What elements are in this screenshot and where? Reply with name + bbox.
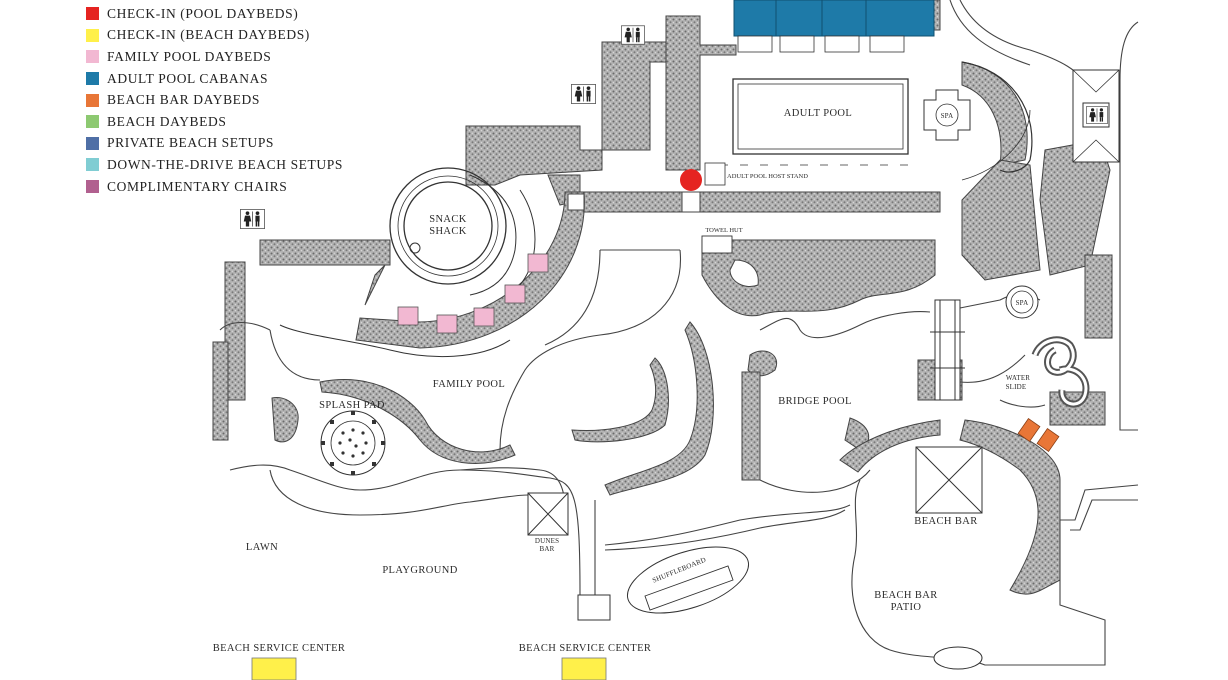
legend-swatch <box>86 180 99 194</box>
legend-item-family-pool-daybeds: FAMILY POOL DAYBEDS <box>86 46 343 68</box>
legend-label: COMPLIMENTARY CHAIRS <box>107 178 288 194</box>
legend-label: BEACH DAYBEDS <box>107 113 227 129</box>
spa-right <box>1005 285 1039 319</box>
bridge <box>930 299 965 401</box>
legend-swatch <box>86 93 99 107</box>
legend-item-adult-pool-cabanas: ADULT POOL CABANAS <box>86 68 343 90</box>
label-beach-bar: BEACH BAR <box>914 516 977 527</box>
label-spa-right: SPA <box>1016 299 1029 307</box>
snack-shack <box>389 167 536 296</box>
checkin-beach-marker-left <box>251 657 297 680</box>
label-dunes: DUNES <box>535 537 559 545</box>
beach-bar-structure <box>915 446 983 514</box>
legend-swatch <box>86 136 99 150</box>
label-slide: SLIDE <box>1006 383 1027 391</box>
legend-label: CHECK-IN (BEACH DAYBEDS) <box>107 27 310 43</box>
label-snack: SNACK <box>429 214 467 225</box>
checkin-beach-marker-right <box>561 657 607 680</box>
dunes-bar-structure <box>527 492 569 536</box>
tower-block <box>577 594 611 621</box>
splash-pad <box>320 410 386 476</box>
legend-swatch <box>86 50 99 64</box>
label-beach-bar-patio-2: PATIO <box>891 602 922 613</box>
label-beach-bar-patio-1: BEACH BAR <box>874 590 937 601</box>
label-beach-service-center-right: BEACH SERVICE CENTER <box>519 643 652 654</box>
map-legend: CHECK-IN (POOL DAYBEDS) CHECK-IN (BEACH … <box>86 3 343 197</box>
label-lawn: LAWN <box>246 542 278 553</box>
family-pool-edge <box>279 324 511 358</box>
label-bridge-pool: BRIDGE POOL <box>778 396 852 407</box>
legend-item-complimentary-chairs: COMPLIMENTARY CHAIRS <box>86 176 343 198</box>
label-towel-hut: TOWEL HUT <box>705 227 742 234</box>
shuffleboard <box>626 546 750 614</box>
label-shack: SHACK <box>429 226 467 237</box>
restroom-icon <box>1086 106 1108 124</box>
adult-pool-cabanas <box>733 0 935 53</box>
legend-item-beach-daybeds: BEACH DAYBEDS <box>86 111 343 133</box>
legend-swatch <box>86 158 99 172</box>
label-family-pool: FAMILY POOL <box>433 379 505 390</box>
family-pool-daybeds <box>397 253 549 334</box>
restroom-icon <box>571 83 596 105</box>
label-bar: BAR <box>540 545 555 553</box>
legend-label: PRIVATE BEACH SETUPS <box>107 135 275 151</box>
label-spa-top: SPA <box>941 112 954 120</box>
legend-label: DOWN-THE-DRIVE BEACH SETUPS <box>107 156 343 172</box>
legend-label: BEACH BAR DAYBEDS <box>107 92 260 108</box>
beach-bar-daybeds <box>1017 418 1060 452</box>
legend-item-checkin-pool: CHECK-IN (POOL DAYBEDS) <box>86 3 343 25</box>
label-host-stand: ADULT POOL HOST STAND <box>727 173 808 180</box>
adult-pool-host-stand <box>680 162 726 191</box>
label-playground: PLAYGROUND <box>382 565 457 576</box>
legend-item-beach-bar-daybeds: BEACH BAR DAYBEDS <box>86 89 343 111</box>
towel-hut <box>701 235 733 254</box>
legend-item-private-beach: PRIVATE BEACH SETUPS <box>86 133 343 155</box>
checkin-pool-marker <box>680 169 702 191</box>
site-outlines <box>219 0 1139 666</box>
legend-swatch <box>86 28 99 42</box>
label-beach-service-center-left: BEACH SERVICE CENTER <box>213 643 346 654</box>
legend-item-checkin-beach: CHECK-IN (BEACH DAYBEDS) <box>86 25 343 47</box>
label-splash-pad: SPLASH PAD <box>319 400 385 411</box>
legend-swatch <box>86 115 99 129</box>
legend-swatch <box>86 72 99 86</box>
restroom-icon <box>240 208 265 230</box>
walkways <box>567 191 701 213</box>
restroom-icon <box>621 25 645 45</box>
legend-swatch <box>86 7 99 21</box>
legend-item-down-the-drive: DOWN-THE-DRIVE BEACH SETUPS <box>86 154 343 176</box>
label-water: WATER <box>1006 374 1030 382</box>
legend-label: ADULT POOL CABANAS <box>107 70 269 86</box>
legend-label: FAMILY POOL DAYBEDS <box>107 48 272 64</box>
legend-label: CHECK-IN (POOL DAYBEDS) <box>107 5 299 21</box>
adult-pool-area <box>720 61 1033 181</box>
label-adult-pool: ADULT POOL <box>784 108 852 119</box>
patio-oval <box>933 646 983 670</box>
